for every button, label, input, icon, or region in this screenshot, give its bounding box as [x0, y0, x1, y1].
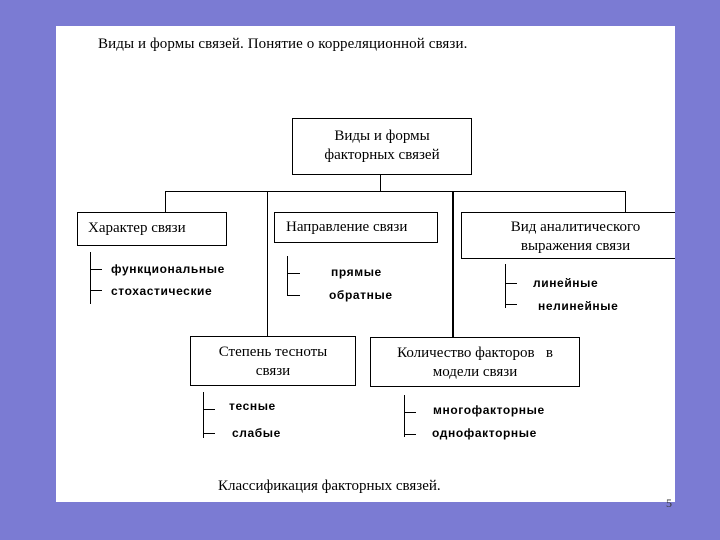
item-linear: линейные [533, 276, 599, 290]
category-box-closeness: Степень тесноты связи [190, 336, 356, 386]
tick [404, 412, 416, 413]
item-singlefactor: однофакторные [432, 426, 537, 440]
tick [505, 283, 517, 284]
category-label: Количество факторов в [397, 345, 553, 361]
tick [203, 433, 215, 434]
figure-caption: Классификация факторных связей. [218, 478, 441, 494]
category-label: модели связи [432, 364, 518, 380]
category-label: Направление связи [286, 219, 408, 235]
tick [203, 409, 215, 410]
root-connector [380, 174, 381, 192]
item-nonlinear: нелинейные [538, 299, 619, 313]
category-box-analytic: Вид аналитического выражения связи [461, 212, 675, 259]
root-line1: Виды и формы [334, 128, 430, 144]
bracket-analytic [505, 264, 506, 308]
tick [90, 290, 102, 291]
category-box-factors: Количество факторов в модели связи [370, 337, 580, 387]
category-label: связи [255, 363, 291, 379]
bracket-direction [287, 256, 288, 296]
connector-analytic [625, 191, 626, 212]
connector-character [165, 191, 166, 212]
tick [287, 295, 300, 296]
category-label: Степень тесноты [218, 344, 328, 360]
tick [404, 434, 416, 435]
category-box-direction: Направление связи [274, 212, 438, 243]
tick [90, 269, 102, 270]
item-direct: прямые [331, 265, 382, 279]
category-label: выражения связи [520, 238, 631, 254]
item-stochastic: стохастические [111, 284, 213, 298]
item-close: тесные [229, 399, 276, 413]
tick [287, 273, 300, 274]
category-label: Вид аналитического [510, 219, 641, 235]
slide-title: Виды и формы связей. Понятие о корреляци… [98, 36, 468, 52]
category-label: Характер связи [88, 220, 186, 236]
connector-factors [452, 191, 454, 338]
item-functional: функциональные [111, 262, 225, 276]
tick [505, 304, 517, 305]
connector-direction [267, 191, 268, 337]
slide-page [56, 26, 675, 502]
item-weak: слабые [232, 426, 281, 440]
root-box: Виды и формы факторных связей [292, 118, 472, 175]
bracket-closeness [203, 392, 204, 438]
horizontal-connector [165, 191, 625, 192]
item-multifactor: многофакторные [433, 403, 545, 417]
bracket-character [90, 252, 91, 304]
category-box-character: Характер связи [77, 212, 227, 246]
item-inverse: обратные [329, 288, 393, 302]
root-line2: факторных связей [324, 147, 440, 163]
page-number: 5 [666, 496, 672, 510]
bracket-factors [404, 395, 405, 437]
